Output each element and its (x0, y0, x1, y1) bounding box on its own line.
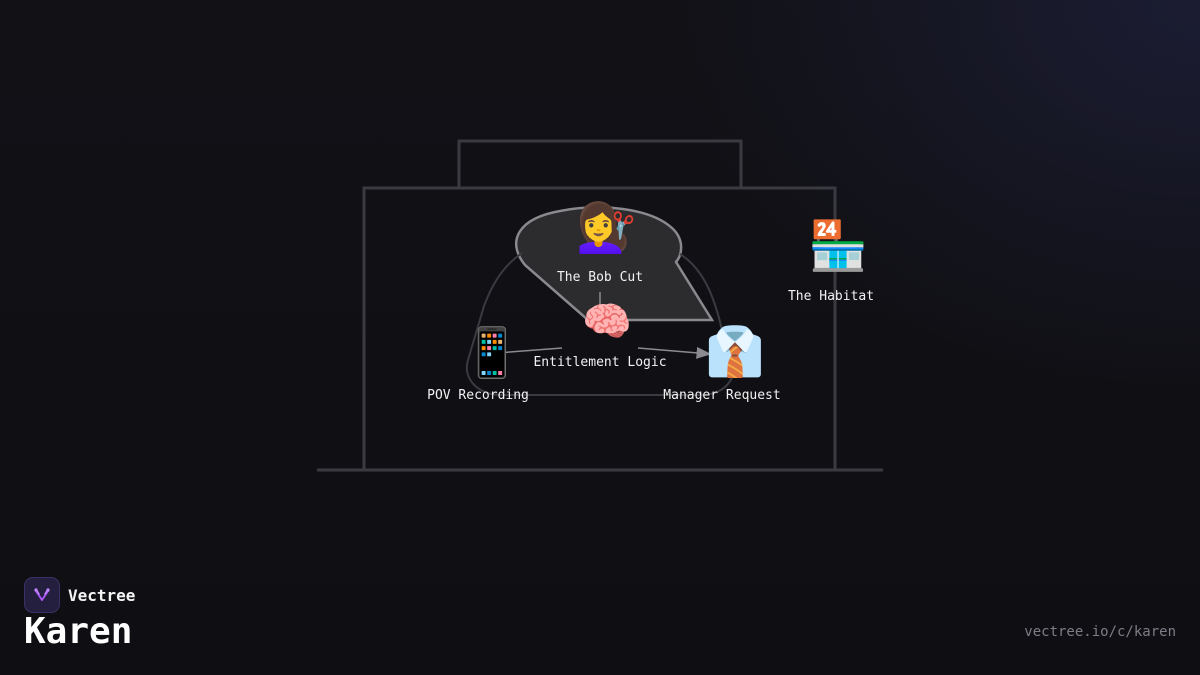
edge-entitlement-to-pov (482, 346, 563, 359)
edge-entitlement-to-manager (637, 346, 712, 359)
page-url[interactable]: vectree.io/c/karen (1024, 624, 1176, 640)
necktie-shirt-icon: 👔 (705, 324, 765, 380)
brand[interactable]: Vectree (24, 577, 135, 613)
mobile-phone-icon: 📱 (462, 325, 522, 381)
node-label-bob-cut: The Bob Cut (556, 270, 644, 285)
node-label-pov: POV Recording (427, 388, 529, 403)
node-label-entitlement: Entitlement Logic (533, 355, 667, 370)
node-label-habitat: The Habitat (787, 289, 875, 304)
face-outline-curve (465, 252, 735, 396)
vectree-logo-icon (24, 577, 60, 613)
frame-top-box (457, 139, 743, 187)
node-label-manager: Manager Request (663, 388, 781, 403)
page-title: Karen (24, 611, 133, 652)
woman-getting-haircut-icon: 💇‍♀️ (576, 200, 636, 256)
diagram-edges (482, 292, 712, 359)
convenience-store-icon: 🏪 (808, 218, 868, 274)
brain-icon: 🧠 (582, 299, 632, 345)
brand-name: Vectree (68, 585, 136, 605)
bob-silhouette (465, 206, 735, 396)
building-frame (317, 139, 883, 472)
